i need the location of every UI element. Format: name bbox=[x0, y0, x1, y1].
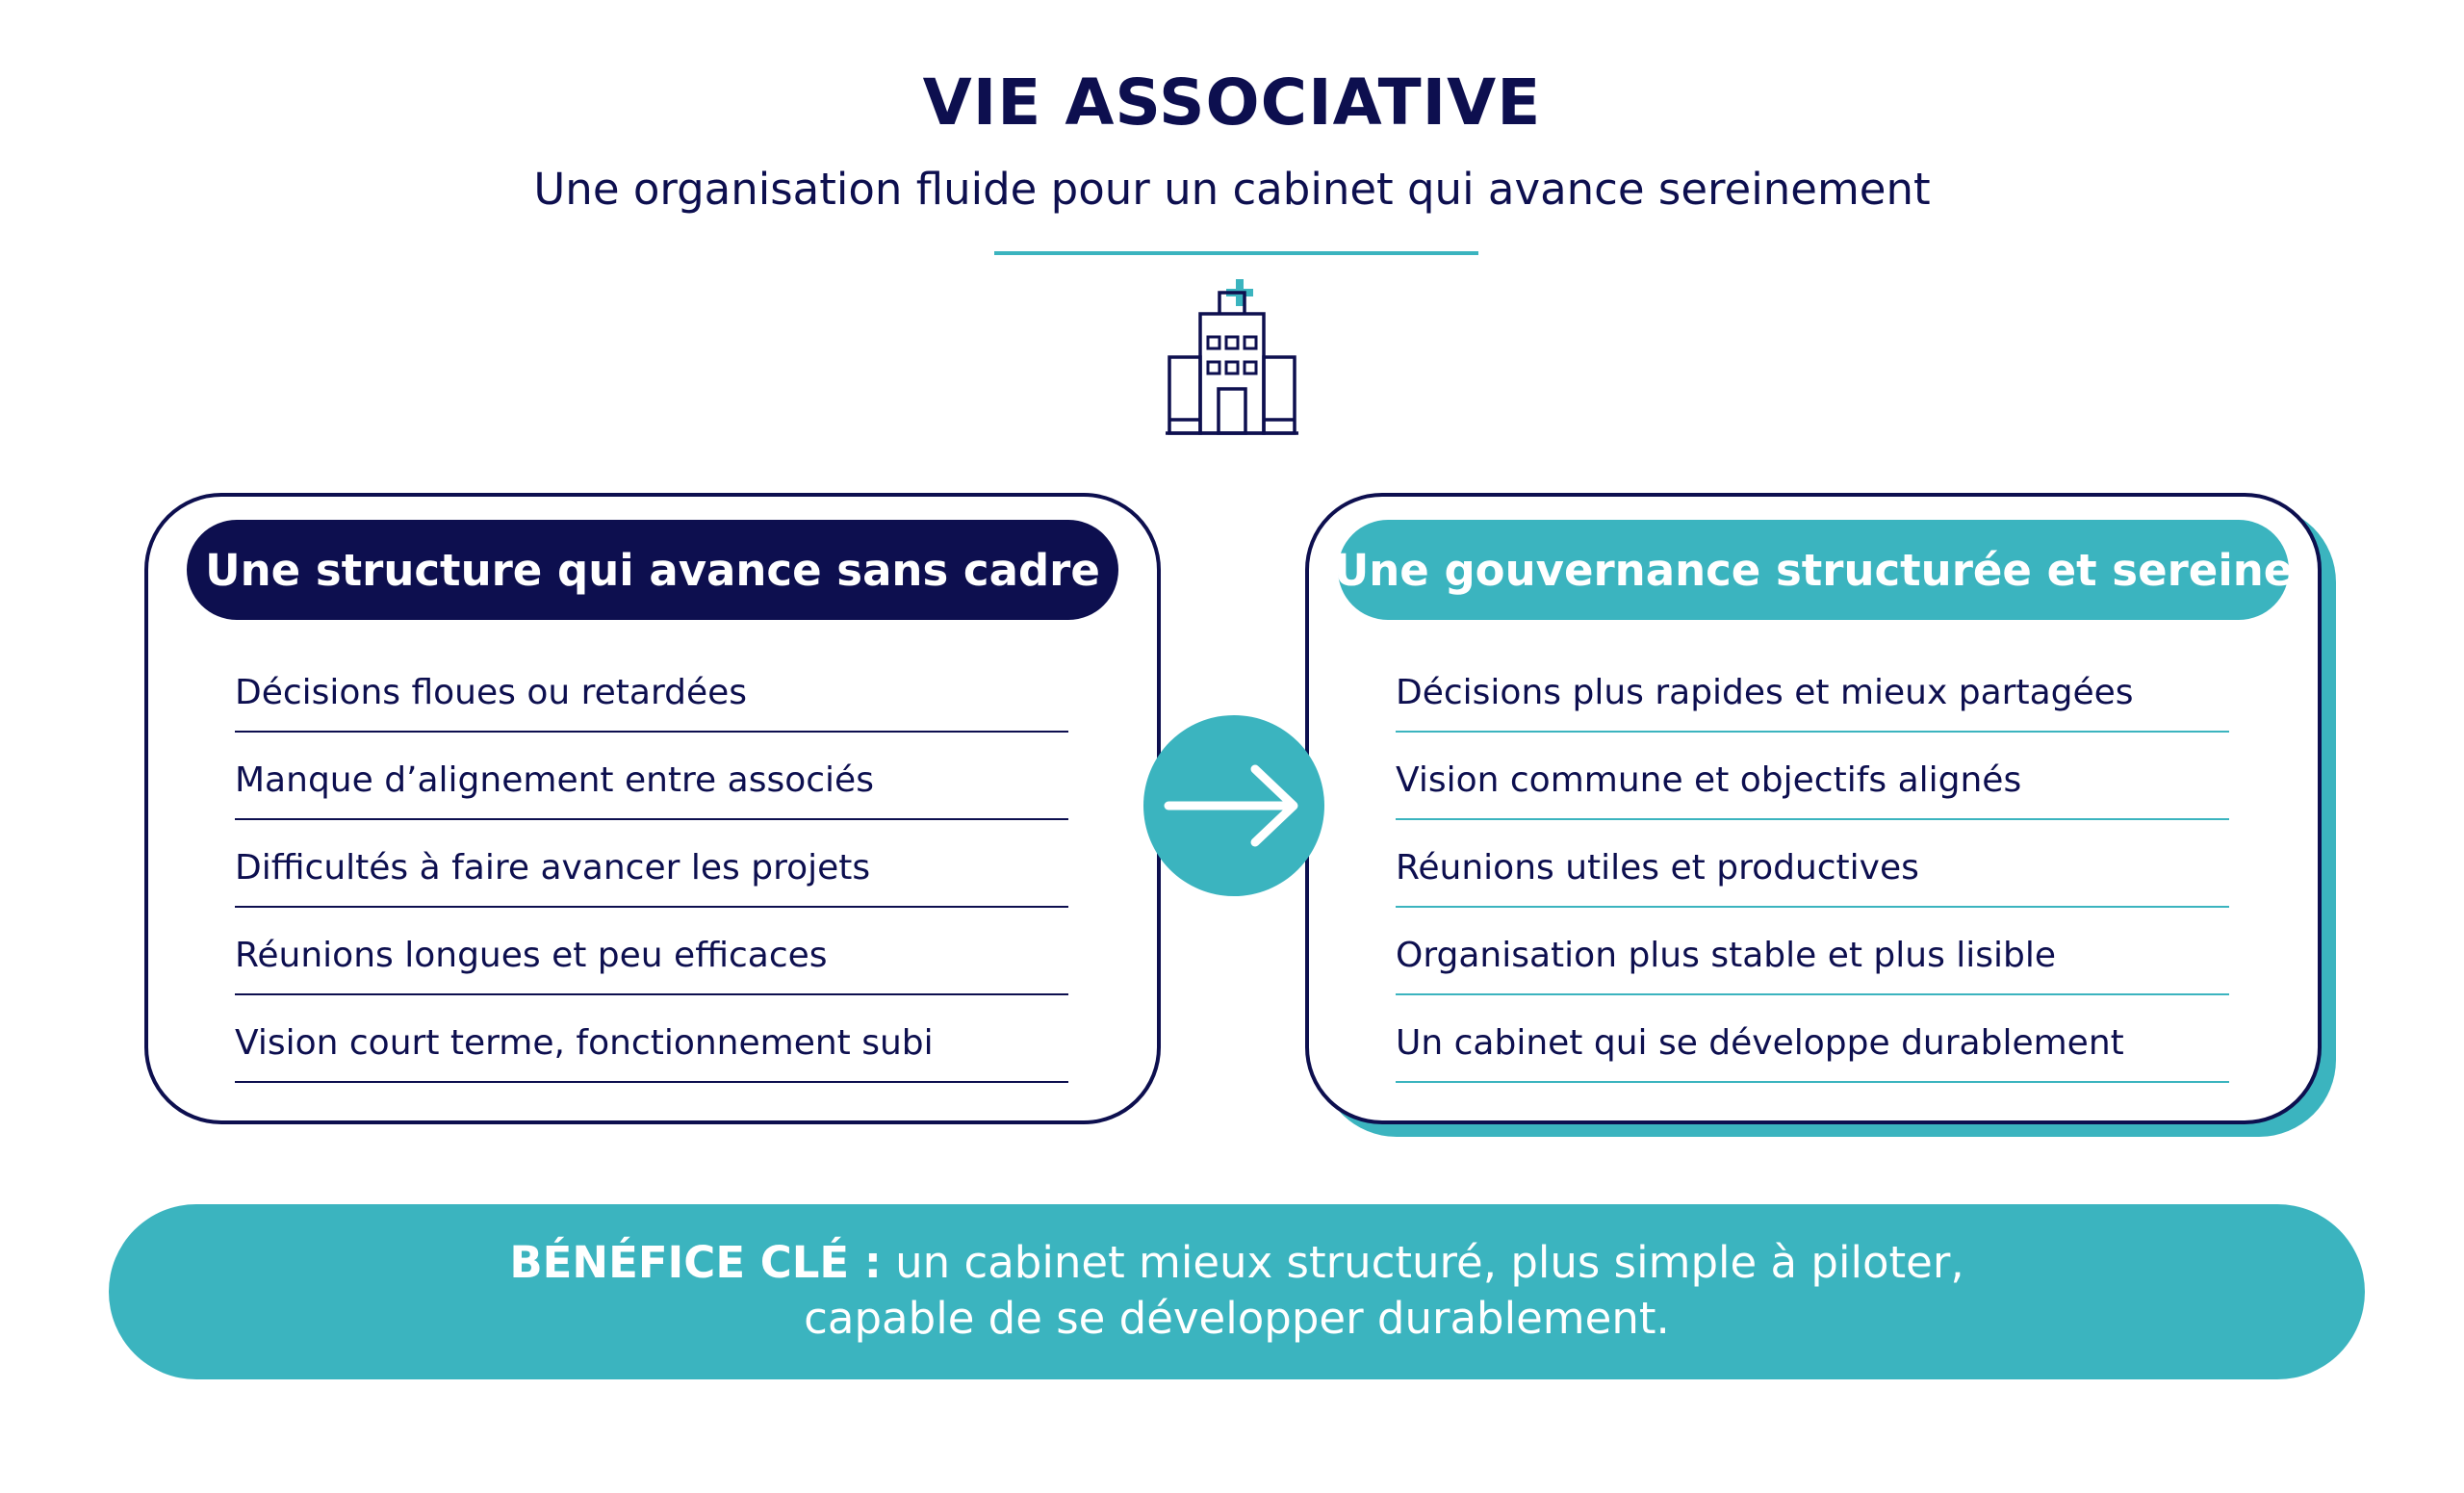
list-item-text: Vision court terme, fonctionnement subi bbox=[235, 1023, 934, 1063]
list-divider bbox=[235, 1081, 1068, 1083]
list-item: Décisions plus rapides et mieux partagée… bbox=[1396, 663, 2229, 751]
target-state-panel: Une gouvernance structurée et sereine Dé… bbox=[1305, 493, 2322, 1124]
list-item: Vision commune et objectifs alignés bbox=[1396, 751, 2229, 838]
list-item: Difficultés à faire avancer les projets bbox=[235, 838, 1068, 926]
hospital-building-icon bbox=[1166, 279, 1298, 435]
list-item: Un cabinet qui se développe durablement bbox=[1396, 1014, 2229, 1101]
title-divider bbox=[994, 251, 1478, 255]
list-item-text: Organisation plus stable et plus lisible bbox=[1396, 936, 2057, 975]
current-state-panel: Une structure qui avance sans cadre Déci… bbox=[144, 493, 1161, 1124]
list-item-text: Un cabinet qui se développe durablement bbox=[1396, 1023, 2124, 1063]
arrow-right-icon bbox=[1164, 764, 1298, 847]
current-state-heading: Une structure qui avance sans cadre bbox=[187, 520, 1118, 620]
list-item: Décisions floues ou retardées bbox=[235, 663, 1068, 751]
page-subtitle: Une organisation fluide pour un cabinet … bbox=[533, 164, 1931, 215]
list-divider bbox=[1396, 906, 2229, 908]
list-item-text: Décisions plus rapides et mieux partagée… bbox=[1396, 673, 2134, 712]
list-item: Réunions utiles et productives bbox=[1396, 838, 2229, 926]
list-item-text: Difficultés à faire avancer les projets bbox=[235, 848, 871, 888]
list-divider bbox=[235, 993, 1068, 995]
page-title: VIE ASSOCIATIVE bbox=[922, 65, 1542, 140]
list-divider bbox=[1396, 731, 2229, 733]
list-item-text: Réunions longues et peu efficaces bbox=[235, 936, 828, 975]
list-divider bbox=[235, 906, 1068, 908]
list-item-text: Décisions floues ou retardées bbox=[235, 673, 748, 712]
list-item: Manque d’alignement entre associés bbox=[235, 751, 1068, 838]
key-benefit-banner: BÉNÉFICE CLÉ : un cabinet mieux structur… bbox=[109, 1204, 2365, 1379]
list-item: Réunions longues et peu efficaces bbox=[235, 926, 1068, 1014]
key-benefit-label: BÉNÉFICE CLÉ : bbox=[509, 1237, 882, 1288]
list-item: Organisation plus stable et plus lisible bbox=[1396, 926, 2229, 1014]
list-item: Vision court terme, fonctionnement subi bbox=[235, 1014, 1068, 1101]
list-divider bbox=[1396, 1081, 2229, 1083]
list-item-text: Réunions utiles et productives bbox=[1396, 848, 1919, 888]
list-divider bbox=[235, 818, 1068, 820]
list-divider bbox=[1396, 818, 2229, 820]
list-item-text: Vision commune et objectifs alignés bbox=[1396, 760, 2022, 800]
key-benefit-line-1: BÉNÉFICE CLÉ : un cabinet mieux structur… bbox=[109, 1235, 2365, 1291]
list-divider bbox=[235, 731, 1068, 733]
list-item-text: Manque d’alignement entre associés bbox=[235, 760, 874, 800]
current-state-list: Décisions floues ou retardées Manque d’a… bbox=[235, 663, 1068, 1101]
target-state-list: Décisions plus rapides et mieux partagée… bbox=[1396, 663, 2229, 1101]
key-benefit-text-1: un cabinet mieux structuré, plus simple … bbox=[881, 1237, 1964, 1288]
transition-arrow-badge bbox=[1143, 715, 1324, 896]
list-divider bbox=[1396, 993, 2229, 995]
key-benefit-text-2: capable de se développer durablement. bbox=[804, 1293, 1670, 1344]
target-state-heading: Une gouvernance structurée et sereine bbox=[1334, 520, 2293, 620]
